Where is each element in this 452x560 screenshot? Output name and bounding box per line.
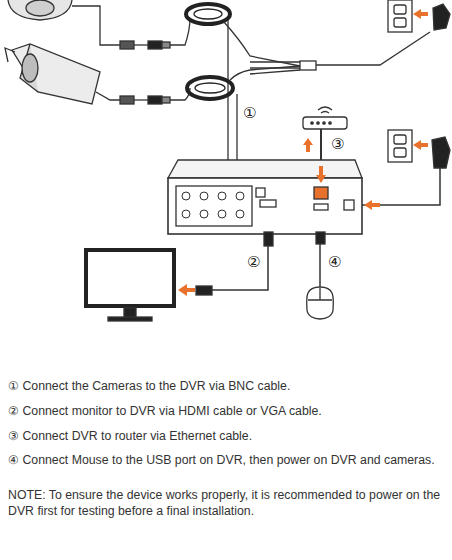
note-text: NOTE: To ensure the device works properl… [8, 487, 448, 519]
callout-number: ④ [327, 253, 342, 271]
instruction-step: ② Connect monitor to DVR via HDMI cable … [8, 404, 448, 419]
instruction-step: ④ Connect Mouse to the USB port on DVR, … [8, 453, 448, 468]
callout-number: ③ [330, 135, 345, 153]
instruction-step: ③ Connect DVR to router via Ethernet cab… [8, 429, 448, 444]
callout-number: ② [246, 253, 261, 271]
callout-number: ① [242, 104, 257, 122]
instruction-step: ① Connect the Cameras to the DVR via BNC… [8, 379, 448, 394]
